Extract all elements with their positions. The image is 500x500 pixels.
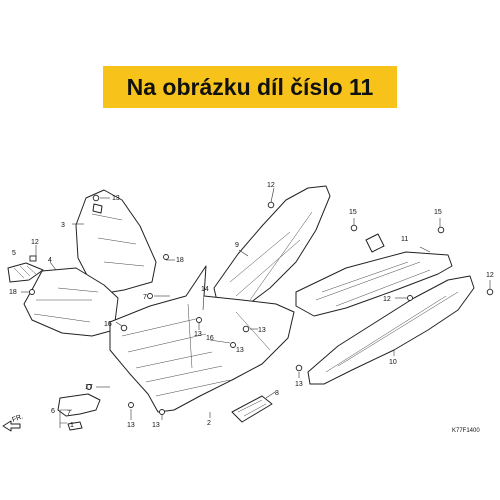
callout-13: 13	[295, 381, 303, 388]
callout-numbers: 3 13 5 12 4 18 12 9 15 15 11 12 12 13 16…	[9, 182, 494, 429]
callout-3: 3	[61, 222, 65, 229]
part-4-lower-front-cover	[23, 267, 119, 337]
callout-18: 18	[176, 257, 184, 264]
diagram-code: K77F1400	[452, 428, 480, 434]
banner-text: Na obrázku díl číslo 11	[126, 73, 374, 100]
callout-11: 11	[401, 236, 408, 243]
callout-15: 15	[434, 209, 442, 216]
callout-6: 6	[51, 408, 55, 415]
callout-12: 12	[486, 272, 494, 279]
callout-12: 12	[267, 182, 275, 189]
part-11-center-tray	[295, 233, 453, 317]
callout-17: 17	[85, 384, 93, 391]
callout-15: 15	[349, 209, 357, 216]
callout-14: 14	[201, 286, 209, 293]
fasteners	[29, 194, 494, 415]
part-3-front-inner-cover	[75, 189, 157, 294]
front-direction-arrow: FR.	[2, 413, 24, 432]
callout-7: 7	[67, 410, 71, 417]
callout-10: 10	[389, 359, 397, 366]
front-label: FR.	[11, 413, 24, 423]
part-2-floor-panel	[109, 265, 295, 413]
part-8-lid	[231, 395, 273, 423]
callout-12: 12	[31, 239, 39, 246]
callout-9: 9	[235, 242, 239, 249]
callout-12: 12	[383, 296, 391, 303]
callout-7: 7	[143, 294, 147, 301]
callout-5: 5	[12, 250, 16, 257]
callout-2: 2	[207, 420, 211, 427]
leader-lines	[21, 187, 491, 428]
callout-13: 13	[112, 195, 120, 202]
callout-1: 1	[70, 422, 74, 429]
part-5-bracket	[7, 262, 44, 283]
callout-13: 13	[127, 422, 135, 429]
callout-13: 13	[258, 327, 266, 334]
part-10-right-side-cover	[307, 275, 475, 385]
part-1-6-stay	[57, 393, 101, 431]
callout-13: 13	[152, 422, 160, 429]
callout-16: 16	[206, 335, 214, 342]
callout-18: 18	[9, 289, 17, 296]
callout-13: 13	[236, 347, 244, 354]
callout-13: 13	[194, 331, 202, 338]
callout-16: 16	[104, 321, 112, 328]
part-number-banner: Na obrázku díl číslo 11	[103, 66, 397, 108]
callout-8: 8	[275, 390, 279, 397]
callout-4: 4	[48, 257, 52, 264]
